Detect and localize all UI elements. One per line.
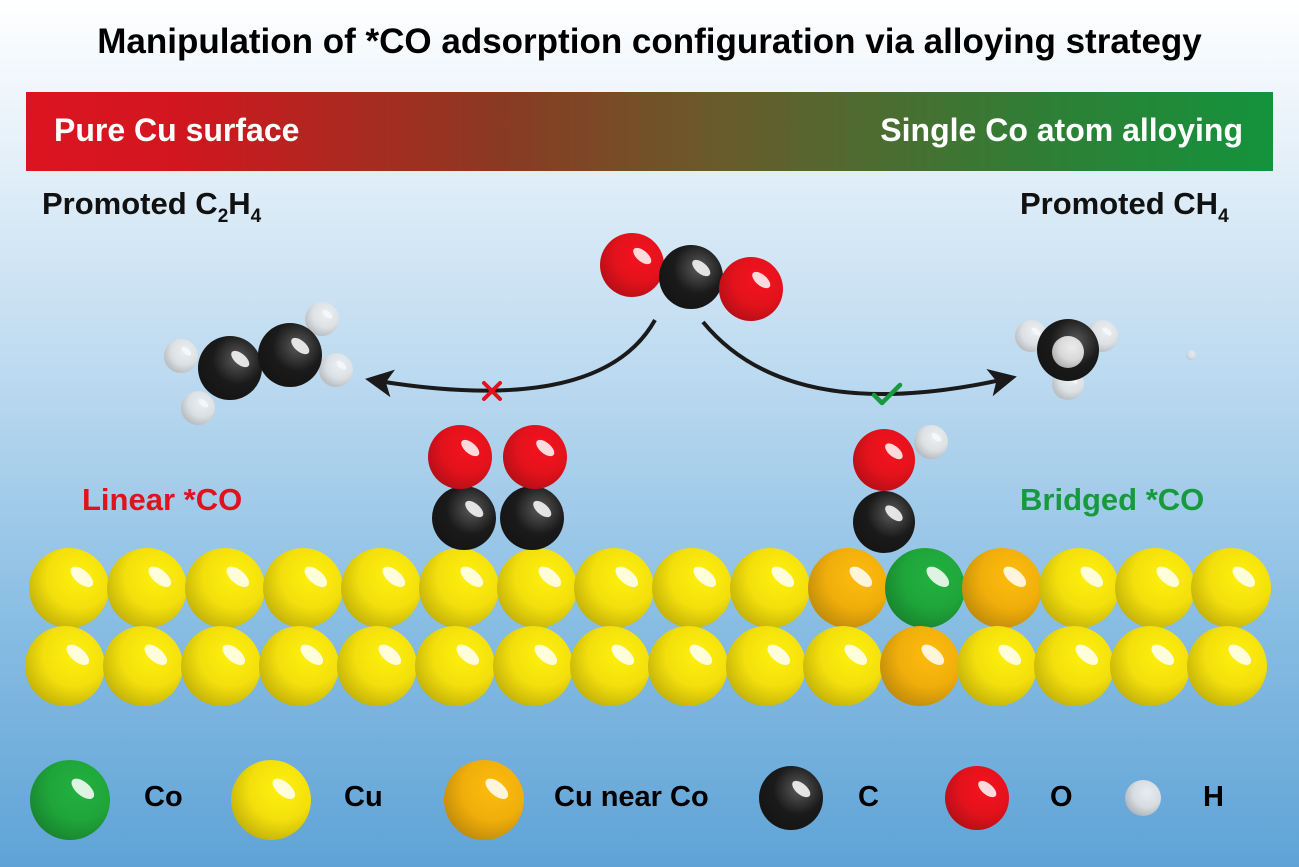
legend-swatch-cu — [231, 760, 311, 840]
hydrogen-atom — [164, 339, 198, 373]
carbon-atom — [853, 491, 915, 553]
cu-atom — [726, 626, 806, 706]
cu-atom — [29, 548, 109, 628]
product-left-prefix: Promoted C — [42, 186, 218, 221]
cu-atom — [25, 626, 105, 706]
banner-left-label: Pure Cu surface — [54, 112, 300, 148]
legend-label: O — [1050, 781, 1073, 813]
linear-co-label: Linear *CO — [82, 482, 243, 517]
cu-atom — [337, 626, 417, 706]
legend-swatch-h — [1125, 780, 1161, 816]
cu-atom — [103, 626, 183, 706]
figure-title: Manipulation of *CO adsorption configura… — [97, 22, 1202, 61]
product-left-sub1: 2 — [217, 206, 229, 227]
pathway-arrow-right — [701, 320, 1017, 397]
cu-atom — [259, 626, 339, 706]
product-left-mid: H — [228, 186, 251, 221]
carbon-atom — [500, 486, 564, 550]
hydrogen-atom — [1052, 336, 1084, 368]
cu-atom — [415, 626, 495, 706]
cu-atom — [107, 548, 187, 628]
product-left-sub2: 4 — [250, 206, 262, 227]
hydrogen-atom — [1186, 350, 1196, 360]
cu-atom — [730, 548, 810, 628]
hydrogen-atom — [305, 302, 339, 336]
product-right-prefix: Promoted CH — [1020, 186, 1219, 221]
cross-icon — [482, 381, 502, 401]
cu-atom — [1034, 626, 1114, 706]
legend-swatch-co — [30, 760, 110, 840]
product-left-label: Promoted C2H4 — [42, 186, 261, 235]
cu-atom — [341, 548, 421, 628]
oxygen-atom — [600, 233, 664, 297]
cu-atom — [1110, 626, 1190, 706]
legend-swatch-o — [945, 766, 1009, 830]
legend-swatch-c — [759, 766, 823, 830]
carbon-atom — [659, 245, 723, 309]
cu-atom — [570, 626, 650, 706]
oxygen-atom — [853, 429, 915, 491]
oxygen-atom — [503, 425, 567, 489]
oxygen-atom — [719, 257, 783, 321]
cu-atom — [1039, 548, 1119, 628]
cu-atom — [648, 626, 728, 706]
legend-label: Cu near Co — [554, 781, 709, 813]
co-atom — [885, 548, 965, 628]
cu-atom — [497, 548, 577, 628]
legend-swatch-cu-near-co — [444, 760, 524, 840]
pathway-arrow-left — [365, 319, 657, 398]
oxygen-atom — [428, 425, 492, 489]
hydrogen-atom — [319, 353, 353, 387]
cu-atom — [419, 548, 499, 628]
cu-atom — [263, 548, 343, 628]
gradient-banner: Pure Cu surface Single Co atom alloying — [26, 92, 1273, 171]
cu-atom — [185, 548, 265, 628]
hydrogen-atom — [914, 425, 948, 459]
cu-near-co-atom — [808, 548, 888, 628]
cu-atom — [1191, 548, 1271, 628]
cu-atom — [652, 548, 732, 628]
cu-atom — [181, 626, 261, 706]
legend-label: Co — [144, 781, 183, 813]
cu-atom — [957, 626, 1037, 706]
cu-atom — [803, 626, 883, 706]
hydrogen-atom — [181, 391, 215, 425]
bridged-co-label: Bridged *CO — [1020, 482, 1205, 517]
product-right-label: Promoted CH4 — [1020, 186, 1229, 235]
carbon-atom — [432, 486, 496, 550]
cu-atom — [1115, 548, 1195, 628]
cu-atom — [1187, 626, 1267, 706]
check-icon — [871, 382, 903, 406]
legend-label: Cu — [344, 781, 383, 813]
cu-near-co-atom — [880, 626, 960, 706]
cu-near-co-atom — [962, 548, 1042, 628]
cu-atom — [493, 626, 573, 706]
carbon-atom — [198, 336, 262, 400]
product-right-sub1: 4 — [1218, 206, 1229, 227]
legend-label: H — [1203, 781, 1224, 813]
carbon-atom — [258, 323, 322, 387]
banner-right-label: Single Co atom alloying — [880, 112, 1243, 148]
legend-label: C — [858, 781, 879, 813]
cu-atom — [574, 548, 654, 628]
